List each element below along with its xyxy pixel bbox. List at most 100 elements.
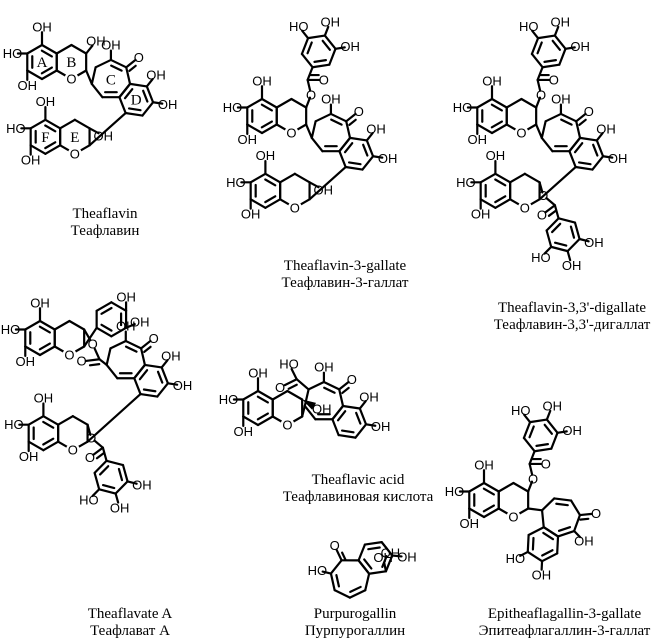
aromatic-bond: [40, 43, 58, 55]
hydroxyl-label: OH: [101, 38, 121, 53]
double-bond: [542, 531, 555, 541]
double-bond: [123, 88, 134, 100]
aromatic-bond: [542, 526, 560, 538]
double-bond: [330, 118, 343, 126]
carboxyl-bond: [283, 378, 298, 387]
hydroxyl-bond: [124, 323, 136, 329]
ester-oxygen: O: [88, 336, 98, 351]
aromatic-bond: [494, 172, 512, 184]
aromatic-bond: [110, 326, 128, 338]
aromatic-bond: [143, 363, 163, 369]
hydroxyl-bond: [145, 78, 154, 88]
carbonyl-oxygen: O: [537, 207, 547, 222]
pyran-bond: [57, 415, 74, 426]
linking-bond: [85, 69, 93, 85]
hydroxyl-label: OH: [551, 92, 571, 107]
galloyl-bond: [558, 47, 567, 66]
aromatic-bond: [479, 172, 497, 184]
galloyl-bond: [536, 34, 556, 40]
double-bond: [40, 49, 53, 58]
hydroxyl-label: HO: [456, 175, 476, 190]
carbonyl-bond: [338, 380, 350, 391]
hydroxyl-label: HO: [511, 403, 531, 418]
aromatic-bond: [361, 155, 375, 171]
caption-theaflavin-digallate: Theaflavin-3,3'-digallate Теафлавин-3,3'…: [478, 300, 666, 334]
hydroxyl-label: OH: [542, 398, 562, 413]
hydroxyl-label: OH: [321, 92, 341, 107]
compound-name-ru: Теафлавин-3-галлат: [281, 275, 409, 291]
tropolone-bond: [345, 120, 352, 139]
aromatic-bond: [160, 366, 170, 385]
ring-label: A: [37, 55, 48, 71]
double-bond: [592, 143, 599, 157]
aromatic-bond: [24, 319, 42, 331]
aromatic-bond: [490, 97, 508, 109]
tropolone-bond: [553, 497, 573, 502]
double-bond: [343, 142, 354, 154]
double-bond: [38, 342, 51, 351]
hydroxyl-label: OH: [474, 457, 494, 472]
ester-bond: [306, 66, 314, 82]
aromatic-bond: [578, 136, 598, 142]
aromatic-bond: [527, 526, 545, 537]
hydroxyl-bond: [88, 127, 100, 135]
compound-name-en: Purpurogallin: [313, 606, 397, 622]
hydroxyl-bond: [519, 550, 529, 557]
compound-name-ru: Эпитеафлагаллин-3-галлат: [478, 623, 651, 639]
hydroxyl-label: OH: [532, 568, 552, 583]
hydroxyl-label: HO: [506, 551, 526, 566]
double-bond: [42, 420, 55, 429]
hydroxyl-label: HO: [6, 121, 26, 136]
hydroxyl-bond: [334, 46, 346, 50]
tropolone-bond: [540, 497, 556, 512]
caption-theaflavin: Theaflavin Теафлавин: [40, 206, 170, 240]
hydroxyl-label: OH: [320, 14, 340, 29]
hydroxyl-bond: [556, 430, 568, 434]
aromatic-bond: [242, 389, 260, 401]
aromatic-bond: [26, 69, 44, 81]
double-bond: [494, 195, 507, 204]
galloyl-bond: [530, 52, 544, 69]
aromatic-bond: [354, 423, 368, 439]
oxygen-mask: [287, 200, 302, 215]
hydroxyl-bond: [151, 101, 164, 105]
aromatic-bond: [118, 96, 127, 115]
double-bond: [363, 558, 373, 570]
double-bond: [555, 502, 569, 507]
ring-oxygen: O: [68, 443, 78, 458]
aromatic-bond: [468, 481, 486, 493]
galloyl-bond: [121, 463, 129, 483]
ester-bond: [101, 446, 108, 462]
galloyl-bond: [545, 418, 559, 434]
ring-oxygen: O: [516, 126, 526, 141]
tropolone-bond: [322, 380, 341, 391]
ester-oxygen: O: [86, 430, 96, 445]
compound-name-en: Theaflavin: [72, 206, 138, 222]
hydroxyl-label: HO: [1, 322, 21, 337]
tropolone-bond: [338, 388, 345, 408]
hydroxyl-bond: [85, 44, 94, 55]
tropolone-bond: [109, 339, 127, 350]
hydroxyl-label: HO: [289, 19, 309, 34]
tropolone-bond: [333, 589, 352, 599]
pyran-bond: [509, 172, 526, 184]
tropolone-bond: [348, 589, 367, 599]
hydroxyl-bond: [160, 359, 169, 369]
hydroxyl-label: OH: [570, 39, 590, 54]
double-bond: [543, 59, 557, 63]
carbonyl-oxygen: O: [134, 50, 144, 65]
hydroxyl-label: OH: [132, 478, 152, 493]
double-bond: [531, 536, 535, 551]
aromatic-bond: [264, 198, 282, 209]
aromatic-bond: [264, 172, 282, 184]
hydroxyl-label: HO: [308, 563, 328, 578]
double-bond: [341, 386, 350, 395]
hydroxyl-label: OH: [314, 182, 334, 197]
pyran-bond: [73, 118, 91, 130]
aromatic-bond: [118, 82, 132, 99]
tropolone-bond: [575, 120, 582, 139]
ring-label: E: [70, 130, 79, 146]
